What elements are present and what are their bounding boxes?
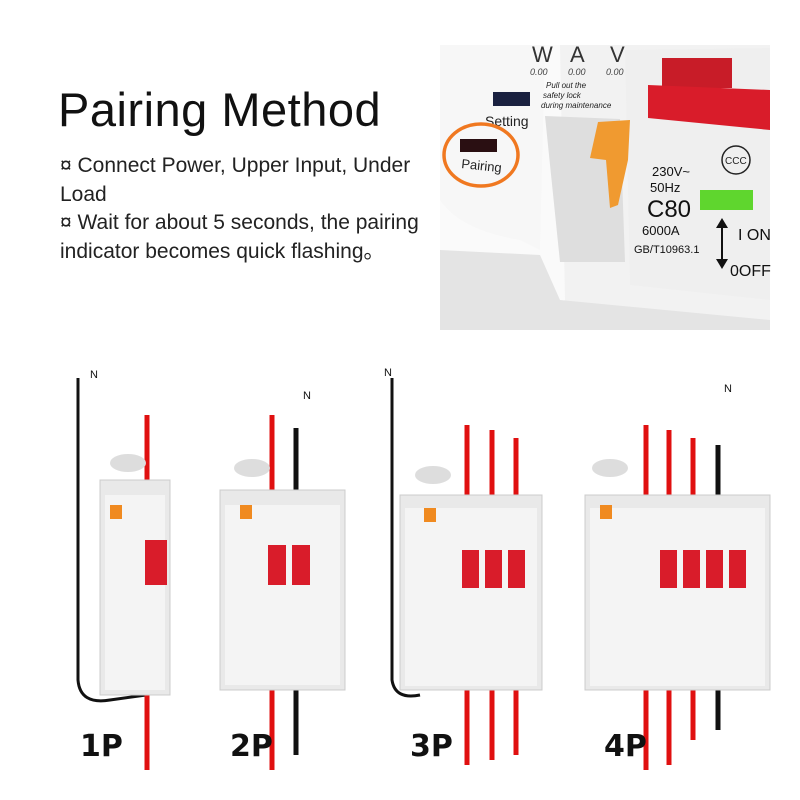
rating-line: 230V~ — [652, 164, 690, 179]
breaker-handle — [268, 545, 286, 585]
breaker-handle — [145, 540, 167, 585]
wiring-2p: N 2P — [219, 390, 346, 770]
status-window — [700, 190, 753, 210]
pairing-indicator — [460, 139, 497, 152]
meter-unit-w: W — [532, 42, 553, 67]
breaker-handle — [729, 550, 746, 588]
page-title: Pairing Method — [58, 83, 382, 136]
tuya-badge — [600, 505, 612, 519]
breaker-handle — [508, 550, 525, 588]
meter-value-v: 0.00 — [606, 67, 624, 77]
safety-note-line: during maintenance — [541, 101, 612, 110]
pairing-highlight-circle — [442, 122, 520, 188]
breaker-handle — [706, 550, 723, 588]
wiring-3p: N 3P — [384, 367, 543, 765]
rating-text: 230V~ 50Hz C80 6000A GB/T10963.1 I ON 0O… — [634, 164, 771, 280]
antenna — [592, 459, 628, 477]
on-label: I ON — [738, 227, 771, 244]
breaker-handle — [462, 550, 479, 588]
meter-unit-v: V — [610, 42, 625, 67]
tuya-badge — [240, 505, 252, 519]
off-label: 0OFF — [730, 263, 771, 280]
meter-unit-a: A — [570, 42, 585, 67]
rating-line: C80 — [647, 196, 691, 223]
antenna — [415, 466, 451, 484]
safety-lock-lever — [590, 120, 630, 208]
rating-line: GB/T10963.1 — [634, 244, 699, 256]
breaker-handle — [683, 550, 700, 588]
ccc-mark-text: CCC — [725, 156, 747, 167]
breaker-handle — [660, 550, 677, 588]
pole-label: 4P — [604, 729, 647, 764]
tuya-badge — [110, 505, 122, 519]
ccc-mark — [721, 145, 751, 175]
neutral-label: N — [303, 390, 311, 402]
step-1: ¤ Connect Power, Upper Input, Under Load — [60, 154, 411, 206]
safety-note: Pull out the safety lock during maintena… — [541, 81, 612, 110]
safety-note-line: safety lock — [543, 91, 582, 100]
breaker-handle — [292, 545, 310, 585]
on-off-arrow-icon — [716, 218, 728, 269]
antenna — [234, 459, 270, 477]
neutral-label: N — [90, 369, 98, 381]
rating-line: 50Hz — [650, 180, 680, 195]
pole-label: 3P — [410, 729, 453, 764]
setting-indicator — [493, 92, 530, 106]
tuya-badge — [424, 508, 436, 522]
rating-line: 6000A — [642, 223, 680, 238]
antenna — [110, 454, 146, 472]
neutral-label: N — [384, 367, 392, 379]
neutral-label: N — [724, 383, 732, 395]
step-2: ¤ Wait for about 5 seconds, the pairing … — [60, 211, 419, 263]
wiring-4p: N 4P — [584, 383, 771, 770]
device-closeup-photo: W A V 0.00 0.00 0.00 Pull out the safety… — [440, 42, 771, 330]
neutral-wire — [390, 378, 421, 698]
wiring-1p: N 1P — [76, 369, 171, 770]
meter-value-a: 0.00 — [568, 67, 586, 77]
neutral-wire — [76, 378, 147, 703]
safety-note-line: Pull out the — [546, 81, 587, 90]
pole-label: 1P — [80, 729, 123, 764]
meter-value-w: 0.00 — [530, 67, 548, 77]
pole-label: 2P — [230, 729, 273, 764]
pairing-label: Pairing — [461, 156, 503, 175]
pairing-steps: ¤ Connect Power, Upper Input, Under Load… — [60, 152, 430, 266]
breaker-handle — [485, 550, 502, 588]
